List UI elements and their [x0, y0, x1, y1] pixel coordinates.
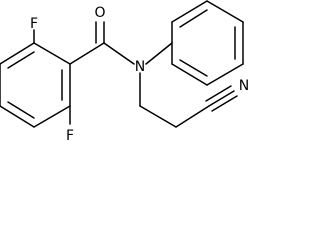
oxygen-label: O [94, 5, 105, 21]
nitrogen-phenyl-bond [145, 42, 173, 65]
phenyl-ring [171, 0, 244, 86]
ring-double-bond [179, 9, 208, 28]
nitrile-triple-bond [208, 90, 235, 107]
fluorine-label-top: F [30, 16, 38, 32]
ring-double-bond [7, 101, 35, 119]
ring-bond [206, 0, 244, 23]
ring-double-bond [179, 59, 208, 77]
amide-bond [103, 42, 135, 65]
amide-nitrogen-label: N [135, 59, 145, 75]
fluorine-label-bottom: F [66, 128, 74, 144]
ring-bond [0, 42, 35, 65]
nitrile-triple-bond [211, 95, 238, 112]
nitrile-triple-bond [205, 85, 232, 102]
ring-double-bond [7, 51, 35, 69]
ring-bond [171, 0, 208, 23]
ethyl-chain-bond [175, 105, 210, 128]
difluorophenyl-ring [0, 42, 71, 128]
ethyl-chain-bond [139, 105, 177, 128]
ring-bond [33, 42, 71, 65]
ring-bond [171, 63, 208, 86]
ring-bond [206, 63, 244, 86]
ring-bond [33, 105, 71, 128]
aryl-carbonyl-bond [69, 42, 105, 65]
chemical-structure-diagram: F F O N N [0, 0, 249, 144]
nitrile-nitrogen-label: N [239, 78, 249, 94]
ring-bond [0, 105, 35, 128]
